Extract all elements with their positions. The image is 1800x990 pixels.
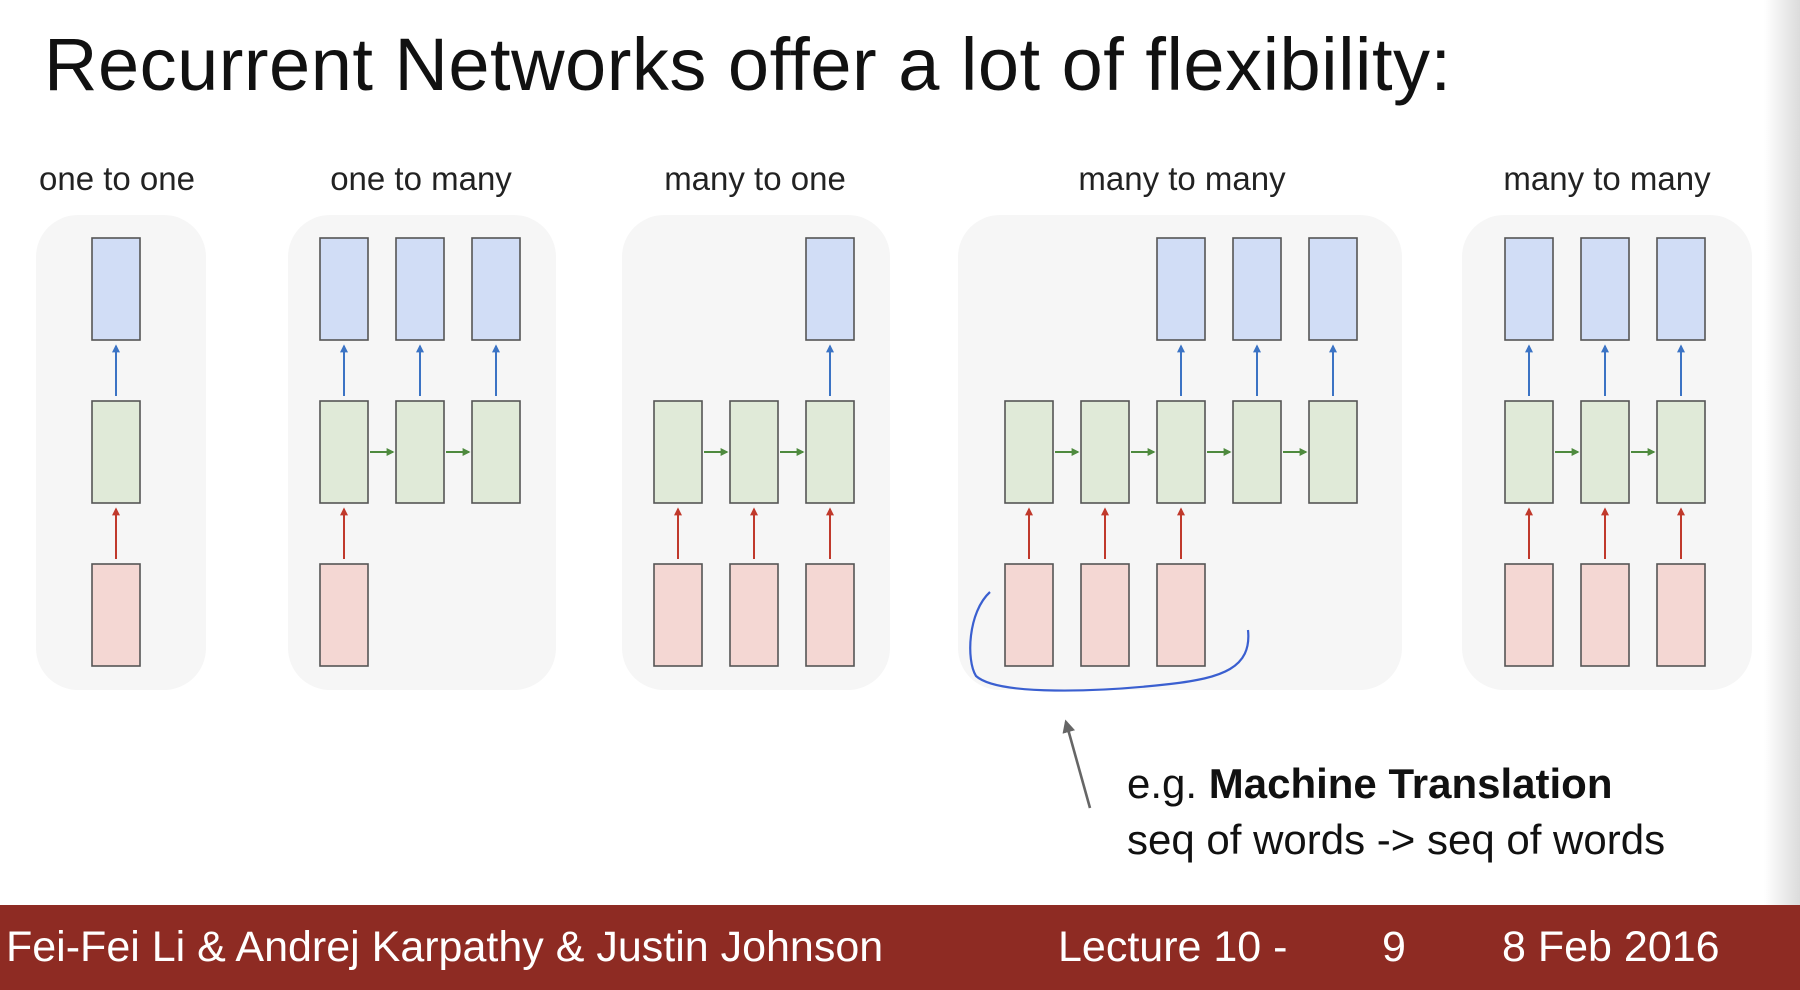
- input-box: [1580, 563, 1630, 667]
- hidden-state-box: [1156, 400, 1206, 504]
- panel-title: many to many: [1078, 160, 1286, 197]
- rnn-diagram: one to one one to many many to one many to …: [39, 160, 1712, 809]
- panel-title: many to one: [664, 160, 846, 197]
- hidden-state-box: [91, 400, 141, 504]
- output-box: [1580, 237, 1630, 341]
- output-box: [1156, 237, 1206, 341]
- slide-title: Recurrent Networks offer a lot of flexib…: [44, 23, 1452, 106]
- hidden-state-box: [395, 400, 445, 504]
- output-box: [319, 237, 369, 341]
- output-box: [1232, 237, 1282, 341]
- input-box: [1656, 563, 1706, 667]
- output-box: [1308, 237, 1358, 341]
- output-box: [1656, 237, 1706, 341]
- highlight-bracket: [969, 591, 1250, 692]
- hidden-state-box: [1656, 400, 1706, 504]
- hidden-state-box: [1504, 400, 1554, 504]
- caption-line-1: e.g. Machine Translation: [1127, 756, 1665, 812]
- input-box: [91, 563, 141, 667]
- output-box: [805, 237, 855, 341]
- input-box: [1504, 563, 1554, 667]
- hidden-state-box: [1580, 400, 1630, 504]
- hidden-state-box: [1080, 400, 1130, 504]
- pointer-arrow: [1062, 719, 1092, 809]
- hidden-state-box: [653, 400, 703, 504]
- input-box: [805, 563, 855, 667]
- footer-authors: Fei-Fei Li & Andrej Karpathy & Justin Jo…: [6, 923, 884, 971]
- hidden-state-box: [729, 400, 779, 504]
- caption-bold: Machine Translation: [1208, 760, 1613, 807]
- output-box: [1504, 237, 1554, 341]
- input-box: [319, 563, 369, 667]
- panel-title: one to many: [330, 160, 512, 197]
- footer-bar: Fei-Fei Li & Andrej Karpathy & Justin Jo…: [0, 905, 1800, 990]
- output-box: [91, 237, 141, 341]
- input-box: [1156, 563, 1206, 667]
- input-box: [1004, 563, 1054, 667]
- example-caption: e.g. Machine Translation seq of words ->…: [1127, 756, 1665, 868]
- panel-title: many to many: [1503, 160, 1711, 197]
- footer-lecture: Lecture 10 -: [1058, 923, 1288, 971]
- output-box: [395, 237, 445, 341]
- hidden-state-box: [471, 400, 521, 504]
- panel-title: one to one: [39, 160, 195, 197]
- footer-page: 9: [1382, 923, 1406, 971]
- input-box: [729, 563, 779, 667]
- caption-prefix: e.g.: [1127, 760, 1209, 807]
- hidden-state-box: [805, 400, 855, 504]
- caption-line-2: seq of words -> seq of words: [1127, 816, 1666, 863]
- slide-edge-shadow: [1764, 0, 1800, 905]
- input-box: [653, 563, 703, 667]
- hidden-state-box: [1004, 400, 1054, 504]
- input-box: [1080, 563, 1130, 667]
- hidden-state-box: [1232, 400, 1282, 504]
- hidden-state-box: [319, 400, 369, 504]
- footer-date: 8 Feb 2016: [1502, 923, 1720, 971]
- output-box: [471, 237, 521, 341]
- hidden-state-box: [1308, 400, 1358, 504]
